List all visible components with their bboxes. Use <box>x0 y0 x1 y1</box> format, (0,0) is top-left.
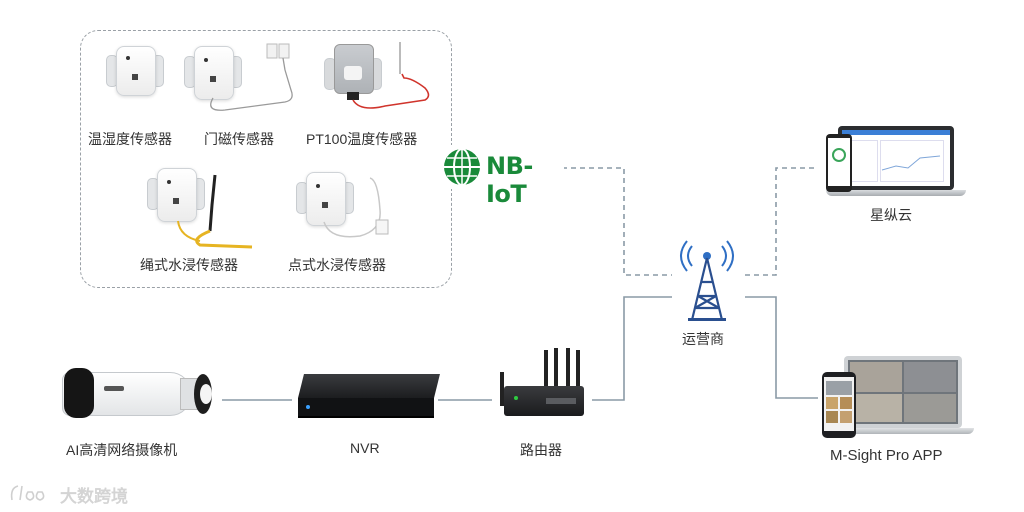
watermark-text: 大数跨境 <box>60 487 128 506</box>
spot-leak-sensor <box>296 172 354 226</box>
pt100-label: PT100温度传感器 <box>306 131 418 147</box>
spot-leak-label: 点式水浸传感器 <box>288 257 386 273</box>
cloud-phone <box>826 134 852 192</box>
rope-leak-label: 绳式水浸传感器 <box>140 257 238 273</box>
nvr-device <box>298 374 440 418</box>
door-sensor <box>184 46 242 100</box>
nbiot-logo: NB-IoT <box>440 145 564 208</box>
pt100-probe-cable <box>352 42 430 109</box>
cloud-label: 星纵云 <box>870 207 912 223</box>
nbiot-text: NB-IoT <box>486 152 533 208</box>
spot-leak-cable <box>323 177 389 238</box>
rope-leak-cable <box>177 174 253 249</box>
watermark-logo-icon <box>10 485 45 501</box>
router-device <box>496 346 590 418</box>
globe-icon <box>444 148 480 186</box>
pt100-sensor <box>324 44 382 100</box>
door-sensor-label: 门磁传感器 <box>204 131 274 147</box>
cell-tower-icon <box>680 240 734 321</box>
router-label: 路由器 <box>520 442 562 458</box>
temp-humidity-label: 温湿度传感器 <box>88 131 172 147</box>
operator-label: 运营商 <box>682 331 724 347</box>
temp-humidity-sensor <box>106 46 164 96</box>
cloud-laptop <box>826 126 966 198</box>
rope-leak-sensor <box>147 168 205 222</box>
nvr-label: NVR <box>350 440 380 456</box>
app-label: M-Sight Pro APP <box>830 447 943 464</box>
app-link-line <box>745 296 818 399</box>
nbiot-link-line <box>562 167 672 276</box>
app-phone <box>822 372 856 438</box>
ai-camera <box>60 364 220 424</box>
app-laptop <box>834 356 974 438</box>
cloud-link-line <box>745 167 818 276</box>
watermark: 大数跨境 <box>8 480 148 506</box>
door-sensor-cable <box>210 43 293 111</box>
router-link-line <box>592 296 672 401</box>
camera-label: AI高清网络摄像机 <box>66 442 178 458</box>
